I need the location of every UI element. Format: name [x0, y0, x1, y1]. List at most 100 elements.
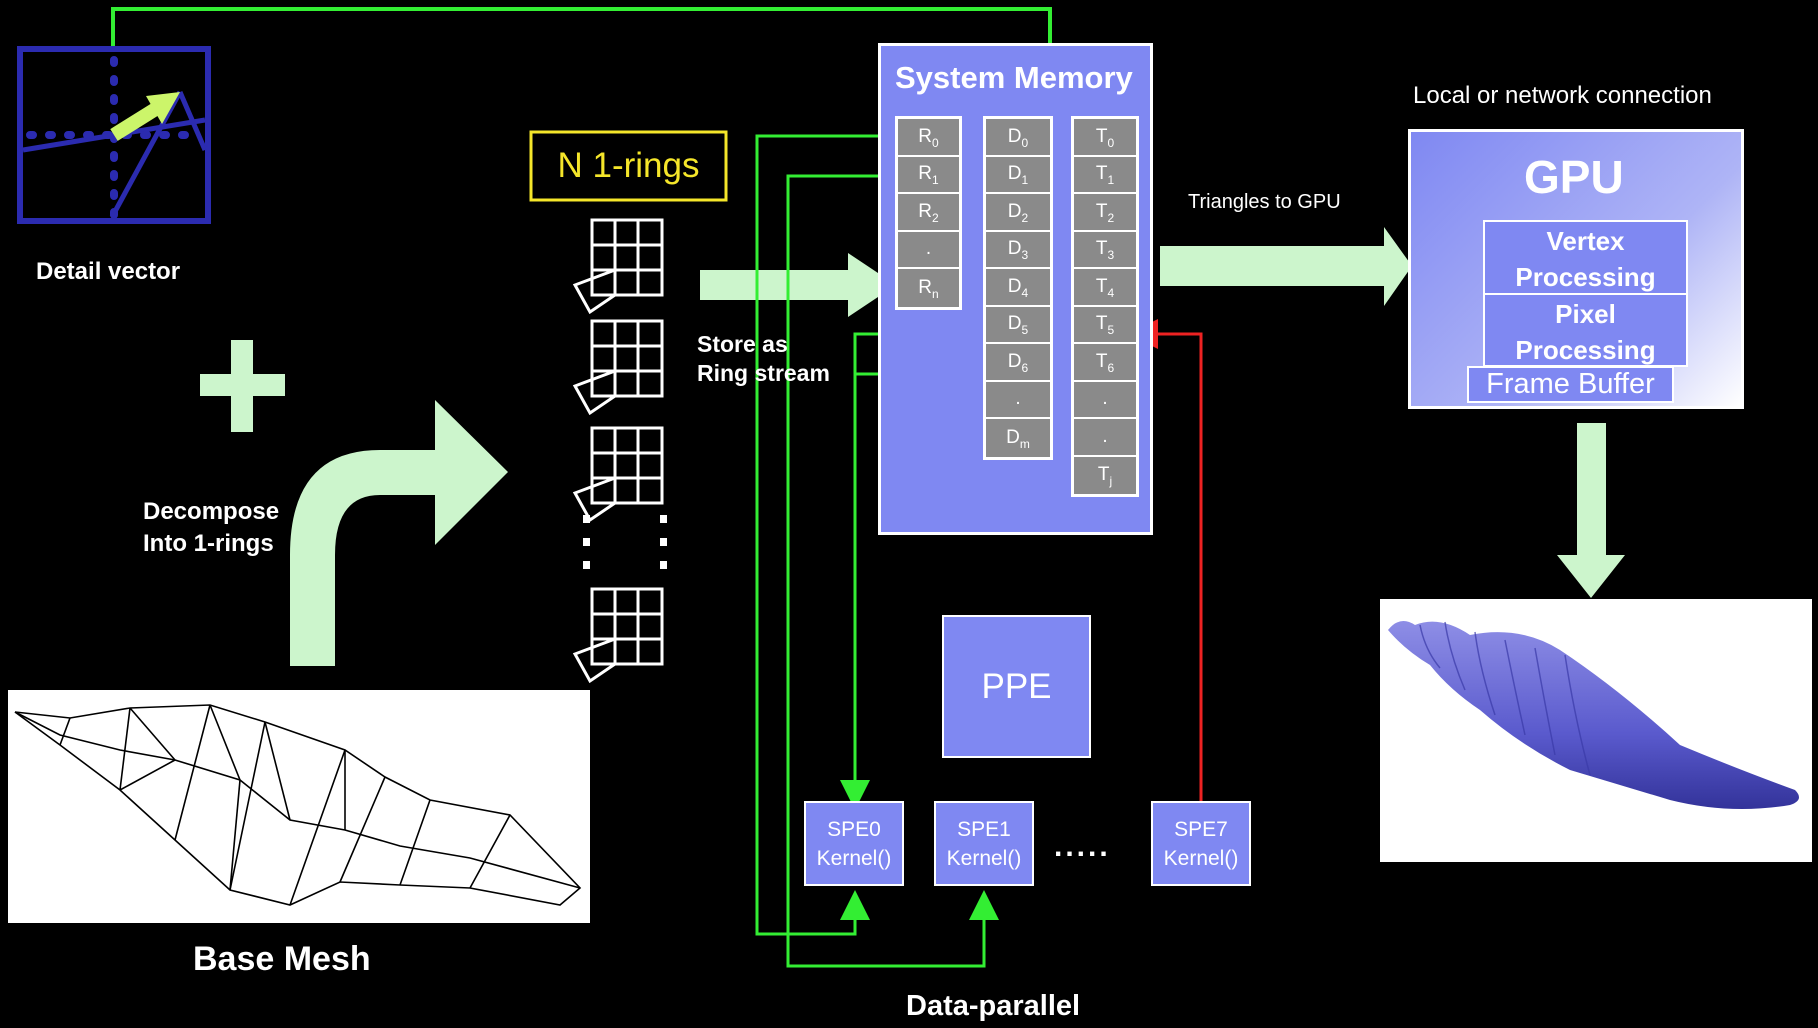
ring-cell-base: R	[918, 276, 933, 298]
pixel-processing-box: Pixel Processing	[1483, 293, 1688, 367]
triangle-cell-base: T	[1097, 464, 1110, 486]
triangle-cell-sub: 4	[1107, 285, 1115, 300]
triangle-cell-sub: 3	[1107, 248, 1115, 263]
ring-line-r1	[786, 174, 999, 968]
spe1-kernel: Kernel()	[946, 847, 1022, 870]
decompose-label: Decompose Into 1-rings	[143, 496, 279, 560]
ppe-box: PPE	[942, 615, 1091, 758]
triangle-cell-sub: 5	[1107, 323, 1115, 338]
ring-icon-4	[572, 587, 664, 684]
spe1-name: SPE1	[957, 818, 1011, 841]
ring-ellipsis-dots	[583, 515, 667, 569]
detail-cell-sub: m	[1019, 436, 1030, 451]
detail-cell-base: .	[1015, 388, 1021, 410]
decompose-label-line2: Into 1-rings	[143, 530, 274, 557]
detail-cell-base: D	[1007, 238, 1022, 260]
detail-cell-base: D	[1007, 275, 1022, 297]
decompose-label-line1: Decompose	[143, 498, 280, 525]
triangle-cell-sub: 0	[1107, 135, 1115, 150]
triangles-to-gpu-label: Triangles to GPU	[1188, 191, 1341, 213]
triangle-cell-base: T	[1095, 238, 1108, 260]
triangle-cell-base: T	[1095, 275, 1108, 297]
triangle-cell: .	[1074, 381, 1136, 419]
triangle-cell-base: .	[1102, 425, 1108, 447]
detail-vector-label: Detail vector	[36, 258, 181, 285]
gpu-title: GPU	[1524, 151, 1624, 203]
ring-icon-2	[572, 319, 664, 416]
detail-cell-sub: 0	[1021, 135, 1029, 150]
detail-cell-sub: 2	[1021, 210, 1029, 225]
triangle-cell-base: T	[1095, 350, 1108, 372]
store-arrow-icon	[700, 253, 896, 317]
triangle-cell-base: .	[1102, 388, 1108, 410]
detail-cell-sub: 1	[1021, 173, 1029, 188]
ring-cell-sub: 2	[932, 210, 939, 225]
triangle-cell-sub: 1	[1107, 173, 1115, 188]
output-line-t5	[1128, 319, 1203, 801]
detail-vector-icon	[17, 46, 211, 224]
triangle-cell-base: T	[1095, 200, 1108, 222]
vertex-processing-box: Vertex Processing	[1483, 220, 1688, 295]
ring-line-r0	[755, 134, 896, 936]
spe7-kernel: Kernel()	[1163, 847, 1239, 870]
triangles-arrow-icon	[1160, 227, 1412, 306]
detail-cell-base: D	[1007, 163, 1022, 185]
store-label-line2: Ring stream	[697, 360, 830, 386]
connection-label: Local or network connection	[1413, 82, 1712, 109]
detail-cell-base: D	[1007, 313, 1022, 335]
ring-cell-sub: 0	[932, 135, 939, 150]
gpu-box: GPU Vertex Processing Pixel Processing F…	[1408, 129, 1744, 409]
detail-cell-base: D	[1006, 426, 1020, 448]
detail-cell-sub: 3	[1021, 248, 1029, 263]
frame-buffer-box: Frame Buffer	[1467, 366, 1674, 403]
ring-cell-base: R	[918, 125, 933, 147]
detail-cell-sub: 5	[1021, 323, 1029, 338]
triangle-cell-base: T	[1095, 313, 1108, 335]
spe1-box: SPE1 Kernel()	[934, 801, 1034, 886]
detail-cell-base: D	[1007, 350, 1022, 372]
curved-arrow-icon	[290, 400, 508, 666]
detail-to-memory-line	[111, 7, 1052, 46]
ring-cell: .	[898, 231, 959, 269]
base-mesh-label: Base Mesh	[193, 940, 371, 978]
ring-cell-sub: n	[932, 286, 939, 301]
triangle-cell-base: T	[1095, 125, 1108, 147]
detail-cell-sub: 6	[1021, 360, 1029, 375]
ring-icon-1	[572, 218, 664, 315]
n-rings-label: N 1-rings	[557, 146, 700, 185]
spe-ellipsis: .....	[1054, 830, 1111, 863]
triangle-cell-sub: 6	[1107, 360, 1115, 375]
n-rings-box	[529, 130, 728, 202]
data-parallel-label: Data-parallel	[906, 990, 1081, 1022]
plus-icon	[200, 340, 285, 432]
triangle-cell-sub: j	[1109, 474, 1113, 489]
detail-cell-sub: 4	[1021, 285, 1029, 300]
detail-cell-base: D	[1007, 125, 1022, 147]
system-memory-title: System Memory	[895, 60, 1133, 95]
detail-cell: .	[986, 381, 1050, 419]
triangle-cell-base: T	[1095, 163, 1108, 185]
ring-icon-3	[572, 426, 664, 523]
spe7-name: SPE7	[1174, 818, 1228, 841]
